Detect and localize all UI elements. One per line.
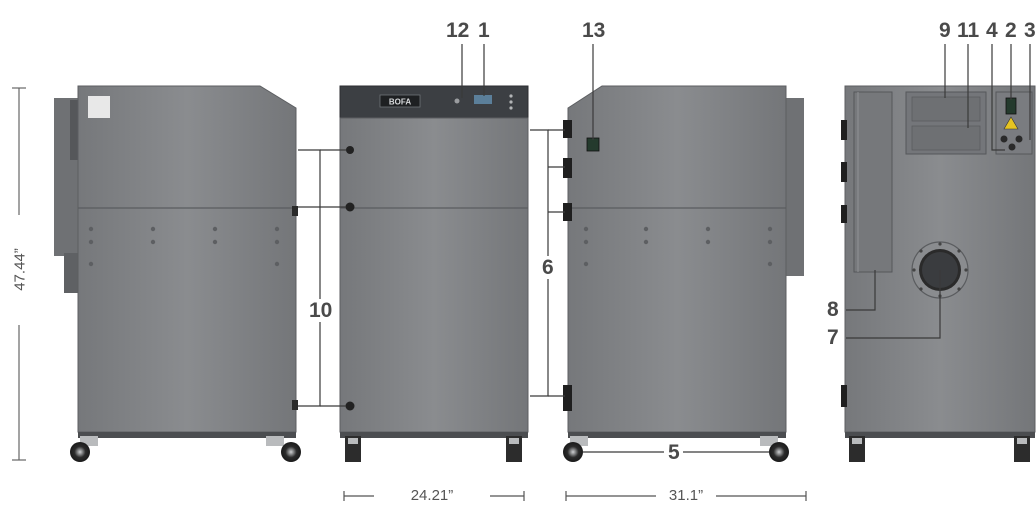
callout-12: 12 bbox=[446, 19, 470, 42]
callout-4: 4 bbox=[986, 19, 998, 42]
display-screen-icon bbox=[474, 95, 492, 104]
side-view-left bbox=[54, 85, 301, 462]
rear-view bbox=[841, 85, 1036, 462]
power-indicator-icon bbox=[454, 98, 460, 104]
width-dimensions bbox=[343, 491, 807, 501]
callout-8: 8 bbox=[827, 298, 839, 321]
callout-2: 2 bbox=[1005, 19, 1017, 42]
callout-11: 11 bbox=[957, 19, 980, 42]
height-dimension bbox=[12, 87, 26, 461]
callout-10: 10 bbox=[309, 299, 333, 322]
power-switch-icon bbox=[1005, 97, 1017, 115]
callout-7: 7 bbox=[827, 326, 839, 349]
width-dimension-label: 31.1” bbox=[668, 487, 704, 504]
callout-3: 3 bbox=[1024, 19, 1036, 42]
callout-6: 6 bbox=[542, 256, 554, 279]
front-panel-logo: BOFA bbox=[389, 98, 411, 107]
callout-9: 9 bbox=[939, 19, 951, 42]
callout-13: 13 bbox=[582, 19, 606, 42]
warning-icon bbox=[1003, 116, 1019, 130]
depth-dimension-label: 24.21” bbox=[410, 487, 454, 504]
height-dimension-label: 47.44” bbox=[11, 248, 29, 291]
callout-1: 1 bbox=[478, 19, 490, 42]
front-view: BOFA bbox=[339, 85, 529, 462]
callout-5: 5 bbox=[668, 441, 680, 464]
side-view-right bbox=[563, 85, 804, 462]
